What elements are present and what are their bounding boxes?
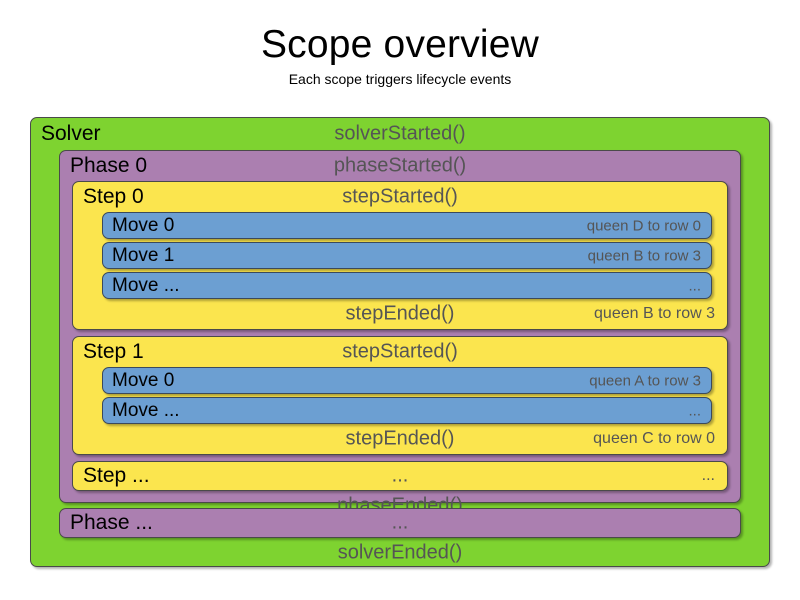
move-result: queen D to row 0 xyxy=(586,217,701,234)
step-1-scope: Step 1 stepStarted() Move 0 queen A to r… xyxy=(72,336,728,455)
move-name: Move ... xyxy=(112,274,180,296)
step-0-name: Step 0 xyxy=(83,185,144,208)
move-name: Move 0 xyxy=(112,214,175,236)
step-ellipsis-event: ... xyxy=(391,464,409,487)
phase-0-started-event: phaseStarted() xyxy=(333,154,467,177)
phase-ellipsis-name: Phase ... xyxy=(70,511,153,534)
move-name: Move 0 xyxy=(112,369,175,391)
step-0-move-ellipsis: Move ... ... xyxy=(102,272,712,299)
step-ellipsis-result: ... xyxy=(701,467,715,484)
solver-ended-event: solverEnded() xyxy=(337,541,463,564)
solver-scope: Solver solverStarted() Phase 0 phaseStar… xyxy=(30,117,770,567)
solver-name: Solver xyxy=(41,122,101,145)
step-0-moves-area: Move 0 queen D to row 0 Move 1 queen B t… xyxy=(73,212,727,299)
page-subtitle: Each scope triggers lifecycle events xyxy=(288,71,512,88)
step-0-move-0: Move 0 queen D to row 0 xyxy=(102,212,712,239)
phase-0-name: Phase 0 xyxy=(70,154,148,177)
step-ellipsis-name: Step ... xyxy=(83,464,150,487)
phase-0-scope: Phase 0 phaseStarted() Step 0 stepStarte… xyxy=(59,150,741,517)
solver-footer: solverEnded() xyxy=(31,538,769,568)
step-1-name: Step 1 xyxy=(83,340,144,363)
solver-header: Solver solverStarted() xyxy=(31,118,769,150)
step-1-ended-result: queen C to row 0 xyxy=(593,430,715,447)
move-result: ... xyxy=(688,402,701,419)
step-ellipsis-header: Step ... ... ... xyxy=(73,462,727,490)
move-result: queen A to row 3 xyxy=(589,372,701,389)
step-1-move-ellipsis: Move ... ... xyxy=(102,397,712,424)
step-1-move-0: Move 0 queen A to row 3 xyxy=(102,367,712,394)
step-1-footer: stepEnded() queen C to row 0 xyxy=(73,424,727,454)
move-name: Move ... xyxy=(112,399,180,421)
step-0-header: Step 0 stepStarted() xyxy=(73,182,727,212)
step-1-started-event: stepStarted() xyxy=(342,340,458,363)
step-ellipsis-scope: Step ... ... ... xyxy=(72,461,728,491)
move-result: ... xyxy=(688,277,701,294)
solver-started-event: solverStarted() xyxy=(334,122,466,145)
phase-ellipsis-header: Phase ... ... xyxy=(60,509,740,537)
page-title: Scope overview xyxy=(260,23,540,66)
phase-0-header: Phase 0 phaseStarted() xyxy=(60,151,740,181)
step-0-footer: stepEnded() queen B to row 3 xyxy=(73,299,727,329)
move-name: Move 1 xyxy=(112,244,175,266)
step-0-started-event: stepStarted() xyxy=(342,185,458,208)
move-result: queen B to row 3 xyxy=(587,247,701,264)
step-1-header: Step 1 stepStarted() xyxy=(73,337,727,367)
phase-ellipsis-event: ... xyxy=(391,511,409,534)
step-1-moves-area: Move 0 queen A to row 3 Move ... ... xyxy=(73,367,727,424)
step-0-move-1: Move 1 queen B to row 3 xyxy=(102,242,712,269)
phase-ellipsis-scope: Phase ... ... xyxy=(59,508,741,538)
step-0-ended-result: queen B to row 3 xyxy=(594,305,715,322)
step-0-scope: Step 0 stepStarted() Move 0 queen D to r… xyxy=(72,181,728,330)
